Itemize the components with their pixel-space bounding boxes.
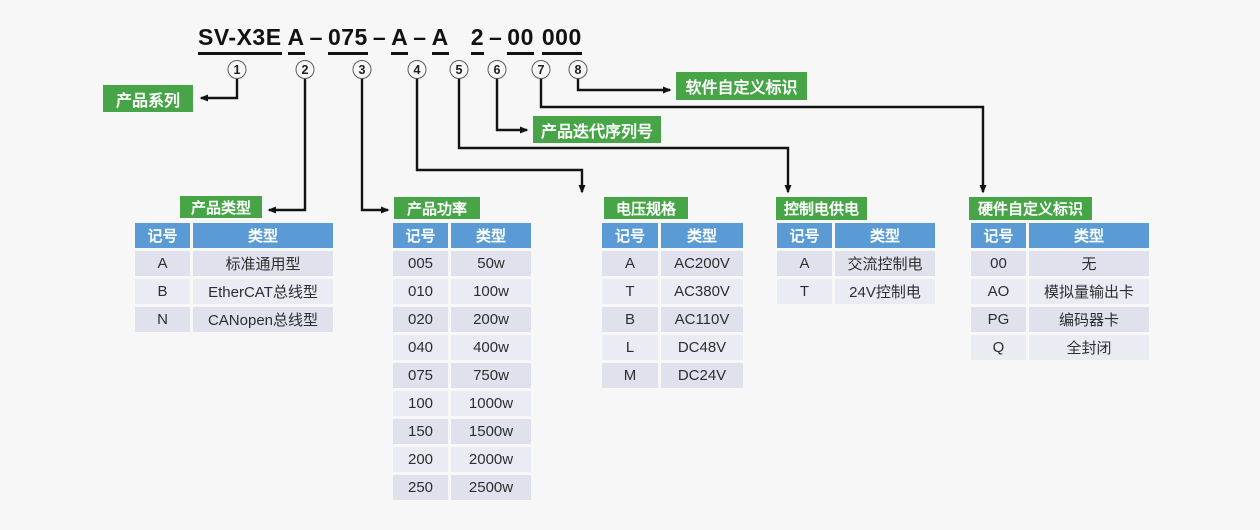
table-cell: AC110V (661, 307, 743, 332)
connector-2-product-type (267, 78, 307, 214)
table-cell: Q (971, 335, 1026, 360)
label-product-type: 产品类型 (180, 196, 262, 218)
table-cell: 150 (393, 419, 448, 444)
table-header-cell: 类型 (193, 223, 333, 248)
model-code-token: A (287, 24, 305, 55)
table-cell: 编码器卡 (1029, 307, 1149, 332)
label-hardware-custom-id: 硬件自定义标识 (969, 197, 1092, 220)
model-code-token: 2 (470, 24, 484, 55)
table-cell: DC24V (661, 363, 743, 388)
table-cell: 00 (971, 251, 1026, 276)
table-cell: AC200V (661, 251, 743, 276)
table-cell: PG (971, 307, 1026, 332)
model-code-token: SV-X3E (198, 24, 282, 55)
table-cell: 2000w (451, 447, 531, 472)
table-cell: T (777, 279, 832, 304)
table-cell: 200w (451, 307, 531, 332)
table-cell: 全封闭 (1029, 335, 1149, 360)
table-cell: B (602, 307, 658, 332)
table-cell: A (602, 251, 658, 276)
table-header-cell: 记号 (393, 223, 448, 248)
model-code-token: A (391, 24, 409, 55)
table-cell: 2500w (451, 475, 531, 500)
label-software-custom-id: 软件自定义标识 (676, 72, 807, 100)
table-cell: AC380V (661, 279, 743, 304)
table-cell: 750w (451, 363, 531, 388)
callout-circle-6: 6 (487, 60, 507, 79)
connector-1-series (199, 78, 239, 102)
table-cell: 040 (393, 335, 448, 360)
table-header-cell: 记号 (135, 223, 190, 248)
model-code-token: A (431, 24, 449, 55)
label-product-power: 产品功率 (394, 197, 480, 219)
connector-6-iteration (495, 78, 529, 134)
table-cell: 100w (451, 279, 531, 304)
table-cell: 模拟量输出卡 (1029, 279, 1149, 304)
table-cell: T (602, 279, 658, 304)
table-cell: A (135, 251, 190, 276)
table-header-cell: 类型 (451, 223, 531, 248)
callout-circle-4: 4 (407, 60, 427, 79)
callout-circle-1: 1 (227, 60, 247, 79)
model-code-token: 075 (327, 24, 368, 55)
table-cell: 075 (393, 363, 448, 388)
model-code-token: 000 (541, 24, 582, 55)
table-cell: EtherCAT总线型 (193, 279, 333, 304)
connector-8-software-id (576, 78, 672, 94)
callout-circle-8: 8 (568, 60, 588, 79)
table-cell: 250 (393, 475, 448, 500)
callout-circle-3: 3 (352, 60, 372, 79)
table-cell: 标准通用型 (193, 251, 333, 276)
model-code-token: – (413, 24, 427, 50)
table-cell: 010 (393, 279, 448, 304)
model-code-token: 00 (507, 24, 534, 55)
table-cell: 400w (451, 335, 531, 360)
table-cell: N (135, 307, 190, 332)
callout-circle-7: 7 (531, 60, 551, 79)
label-control-power: 控制电供电 (776, 197, 867, 220)
model-code-token: – (309, 24, 323, 50)
table-header-cell: 类型 (835, 223, 935, 248)
table-header-cell: 类型 (661, 223, 743, 248)
label-voltage-spec: 电压规格 (604, 197, 688, 219)
table-cell: L (602, 335, 658, 360)
model-code-token: – (488, 24, 503, 50)
table-header-cell: 记号 (777, 223, 832, 248)
table-cell: A (777, 251, 832, 276)
table-cell: 100 (393, 391, 448, 416)
table-cell: DC48V (661, 335, 743, 360)
table-cell: AO (971, 279, 1026, 304)
label-product-iteration-serial: 产品迭代序列号 (533, 116, 661, 143)
table-cell: 交流控制电 (835, 251, 935, 276)
connector-3-product-power (360, 78, 390, 214)
table-cell: M (602, 363, 658, 388)
callout-circle-5: 5 (449, 60, 469, 79)
label-product-series: 产品系列 (103, 85, 193, 112)
table-cell: B (135, 279, 190, 304)
table-cell: 005 (393, 251, 448, 276)
table-cell: CANopen总线型 (193, 307, 333, 332)
table-cell: 1500w (451, 419, 531, 444)
table-header-cell: 类型 (1029, 223, 1149, 248)
callout-circle-2: 2 (295, 60, 315, 79)
model-code-token: – (372, 24, 387, 50)
table-cell: 200 (393, 447, 448, 472)
table-cell: 24V控制电 (835, 279, 935, 304)
table-header-cell: 记号 (602, 223, 658, 248)
table-cell: 50w (451, 251, 531, 276)
table-header-cell: 记号 (971, 223, 1026, 248)
table-cell: 无 (1029, 251, 1149, 276)
table-cell: 1000w (451, 391, 531, 416)
table-cell: 020 (393, 307, 448, 332)
